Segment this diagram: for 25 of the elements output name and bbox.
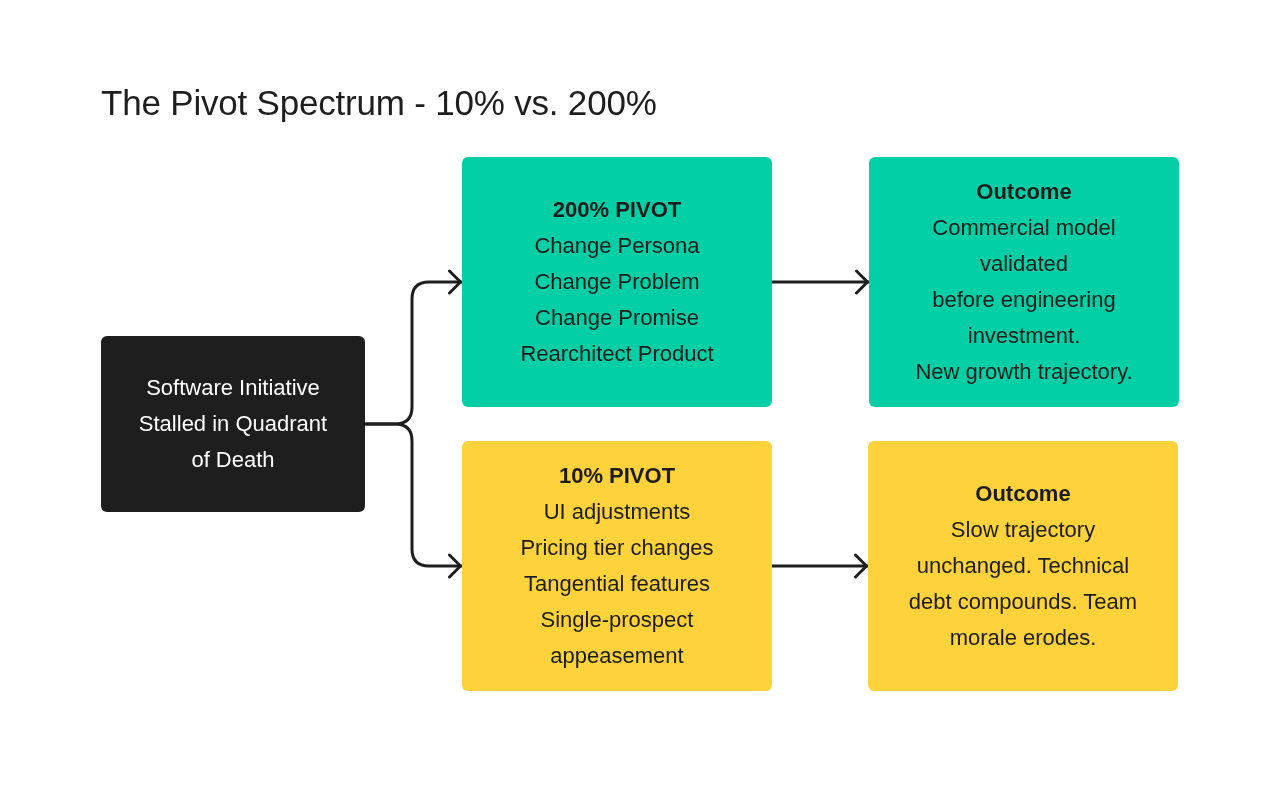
diagram-title: The Pivot Spectrum - 10% vs. 200% [101, 82, 657, 124]
process-box [462, 157, 772, 407]
box-heading: Outcome [975, 480, 1071, 508]
process-box [868, 441, 1178, 691]
box-text: Change Promise [535, 304, 699, 332]
box-heading: Outcome [976, 178, 1072, 206]
box-text: New growth trajectory. [915, 358, 1133, 386]
box-text: Change Persona [534, 232, 700, 260]
arrow [772, 553, 868, 579]
process-box [101, 336, 365, 512]
box-text: Slow trajectory unchanged. Technical debt compounds. Team morale erodes. [907, 516, 1139, 652]
arrow [365, 422, 462, 579]
box-text: before engineering investment. [931, 286, 1117, 350]
box-heading: 10% PIVOT [558, 462, 676, 490]
box-text: Rearchitect Product [520, 340, 714, 368]
arrow [772, 269, 869, 295]
box-text: Change Problem [534, 268, 700, 296]
box-text: Pricing tier changes [520, 534, 714, 562]
box-text: UI adjustments [543, 498, 691, 526]
process-box [869, 157, 1179, 407]
box-text: Software Initiative Stalled in Quadrant of Death [137, 374, 329, 474]
box-text: Tangential features [524, 570, 710, 598]
box-heading: 200% PIVOT [552, 196, 682, 224]
process-box [462, 441, 772, 691]
box-text: Single-prospect appeasement [539, 606, 695, 670]
